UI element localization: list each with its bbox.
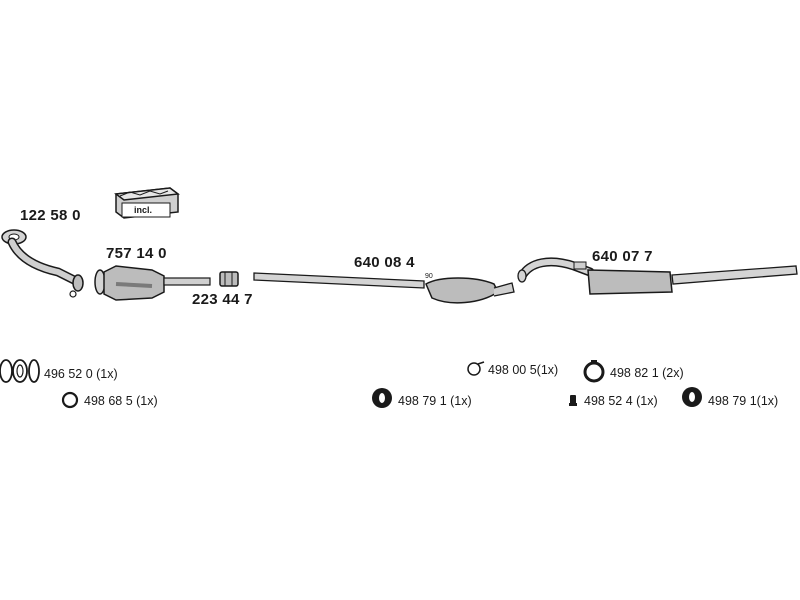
accessory-label-rubber-ring: 498 82 1 (2x)	[610, 366, 684, 380]
accessory-label-ring-clip: 498 00 5(1x)	[488, 363, 559, 377]
ring-clip-icon	[467, 361, 485, 376]
rubber-mount-icon	[372, 388, 392, 408]
accessory-label-ring: 498 68 5 (1x)	[84, 394, 158, 408]
accessory-label-bolt: 498 52 4 (1x)	[584, 394, 658, 408]
part-number-clamp: 223 44 7	[192, 291, 253, 308]
clamp-icon	[219, 271, 239, 287]
accessory-label-rubber-mount: 498 79 1 (1x)	[398, 394, 472, 408]
part-number-rear-silencer: 640 07 7	[592, 248, 653, 265]
rubber-mount-icon	[682, 387, 702, 407]
svg-text:90: 90	[425, 273, 433, 280]
rubber-ring-icon	[583, 360, 605, 383]
front-pipe-icon	[1, 229, 84, 298]
gasket-set-icon	[0, 359, 40, 383]
kit-label: incl.	[134, 205, 153, 215]
bolt-icon	[569, 395, 577, 406]
mounting-kit-box-icon	[114, 187, 180, 219]
rear-silencer-icon	[517, 257, 798, 295]
part-number-catalytic-converter: 757 14 0	[106, 245, 167, 262]
part-number-middle-silencer: 640 08 4	[354, 254, 415, 271]
middle-silencer-icon: 90	[253, 272, 515, 304]
part-number-front-pipe: 122 58 0	[20, 207, 81, 224]
ring-icon	[61, 391, 79, 409]
accessory-label-rubber-mount-rear: 498 79 1(1x)	[708, 394, 779, 408]
accessory-label-gasket-set: 496 52 0 (1x)	[44, 367, 118, 381]
catalytic-converter-icon	[94, 265, 211, 301]
